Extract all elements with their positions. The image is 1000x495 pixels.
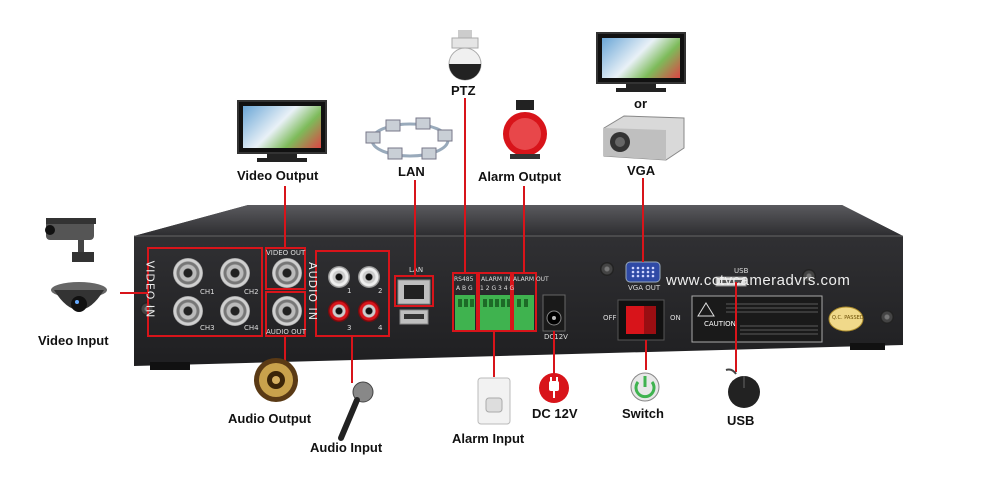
dc12v-port-label: DC12V xyxy=(544,333,568,341)
microphone-icon xyxy=(338,381,374,441)
power-switch-icon xyxy=(630,372,660,402)
alarm-in-pins-label: 1 2 G 3 4 G xyxy=(480,285,515,292)
projector-icon xyxy=(603,115,685,161)
audio-3-label: 3 xyxy=(347,324,352,332)
qc-label: Q.C. PASSED xyxy=(832,315,864,321)
audio-in-3-connector xyxy=(328,300,350,322)
alarm-input-label: Alarm Input xyxy=(452,431,525,446)
screw-icon xyxy=(880,310,894,324)
watermark: www.cctvcameradvrs.com xyxy=(666,272,851,289)
audio-out-box xyxy=(265,291,306,337)
screw-icon xyxy=(802,269,816,283)
audio-out-label: AUDIO OUT xyxy=(266,328,307,336)
video-in-label: VIDEO IN xyxy=(143,260,157,319)
audio-in-box xyxy=(315,250,390,337)
power-plug-icon xyxy=(539,373,569,403)
network-computers-icon xyxy=(365,117,453,160)
alarm-in-box xyxy=(478,272,512,332)
audio-input-label: Audio Input xyxy=(310,440,383,455)
lan-port-label: LAN xyxy=(409,266,424,274)
audio-1-label: 1 xyxy=(347,287,352,295)
line-audio-input xyxy=(351,337,353,383)
audio-2-label: 2 xyxy=(378,287,383,295)
ch3-label: CH3 xyxy=(200,324,215,332)
line-switch xyxy=(645,340,647,370)
video-in-ch3-connector xyxy=(173,296,203,326)
video-in-ch1-connector xyxy=(173,258,203,288)
dome-camera-icon xyxy=(51,282,107,312)
alarm-in-label: ALARM IN xyxy=(481,276,511,283)
line-audio-output xyxy=(284,337,286,361)
rs485-label: RS485 xyxy=(454,276,474,283)
alarm-out-label: ALARM OUT xyxy=(513,276,549,283)
line-ptz xyxy=(464,98,466,272)
motion-sensor-icon xyxy=(477,377,511,425)
audio-in-4-connector xyxy=(358,300,380,322)
line-video-output xyxy=(284,186,286,247)
vga-out-label: VGA OUT xyxy=(628,284,661,292)
audio-out-connector xyxy=(272,296,302,326)
alarm-out-box xyxy=(512,272,537,332)
bullet-camera-icon xyxy=(45,218,96,262)
ptz-camera-icon xyxy=(448,30,482,81)
alarm-output-label: Alarm Output xyxy=(478,169,562,184)
switch-label: Switch xyxy=(622,406,664,421)
caution-label: CAUTION xyxy=(704,320,736,328)
ch4-label: CH4 xyxy=(244,324,259,332)
video-output-label: Video Output xyxy=(237,168,319,183)
line-usb xyxy=(735,282,737,372)
speaker-icon xyxy=(254,358,298,402)
video-out-label: VIDEO OUT xyxy=(266,249,306,257)
screw-icon xyxy=(600,262,614,276)
on-label: ON xyxy=(670,314,681,322)
monitor-icon xyxy=(596,32,686,96)
line-dc xyxy=(553,331,555,375)
video-in-ch4-connector xyxy=(220,296,250,326)
rs485-box xyxy=(452,272,478,332)
or-label: or xyxy=(634,96,647,111)
dc-12v-label: DC 12V xyxy=(532,406,578,421)
usb-port-label: USB xyxy=(734,267,749,275)
video-in-ch2-connector xyxy=(220,258,250,288)
line-alarm-input xyxy=(493,332,495,377)
lan-box xyxy=(394,275,434,307)
audio-output-label: Audio Output xyxy=(228,411,312,426)
vga-label: VGA xyxy=(627,163,656,178)
ch2-label: CH2 xyxy=(244,288,259,296)
rs485-pins-label: A B G xyxy=(456,285,473,292)
line-vga xyxy=(642,178,644,262)
lan-label: LAN xyxy=(398,164,425,179)
usb-label: USB xyxy=(727,413,755,428)
audio-4-label: 4 xyxy=(378,324,383,332)
mouse-icon xyxy=(725,368,760,408)
ch1-label: CH1 xyxy=(200,288,215,296)
off-label: OFF xyxy=(603,314,617,322)
line-lan xyxy=(414,180,416,275)
monitor-icon xyxy=(237,100,327,164)
line-video-input xyxy=(120,292,148,294)
audio-in-2-connector xyxy=(358,266,380,288)
alarm-siren-icon xyxy=(503,100,547,159)
audio-in-label: AUDIO IN xyxy=(305,262,319,321)
audio-in-1-connector xyxy=(328,266,350,288)
video-input-label: Video Input xyxy=(38,333,109,348)
ptz-label: PTZ xyxy=(451,83,476,98)
video-out-box xyxy=(265,247,306,290)
video-in-box xyxy=(147,247,263,337)
video-out-connector xyxy=(272,258,302,288)
line-alarm-output xyxy=(523,186,525,272)
